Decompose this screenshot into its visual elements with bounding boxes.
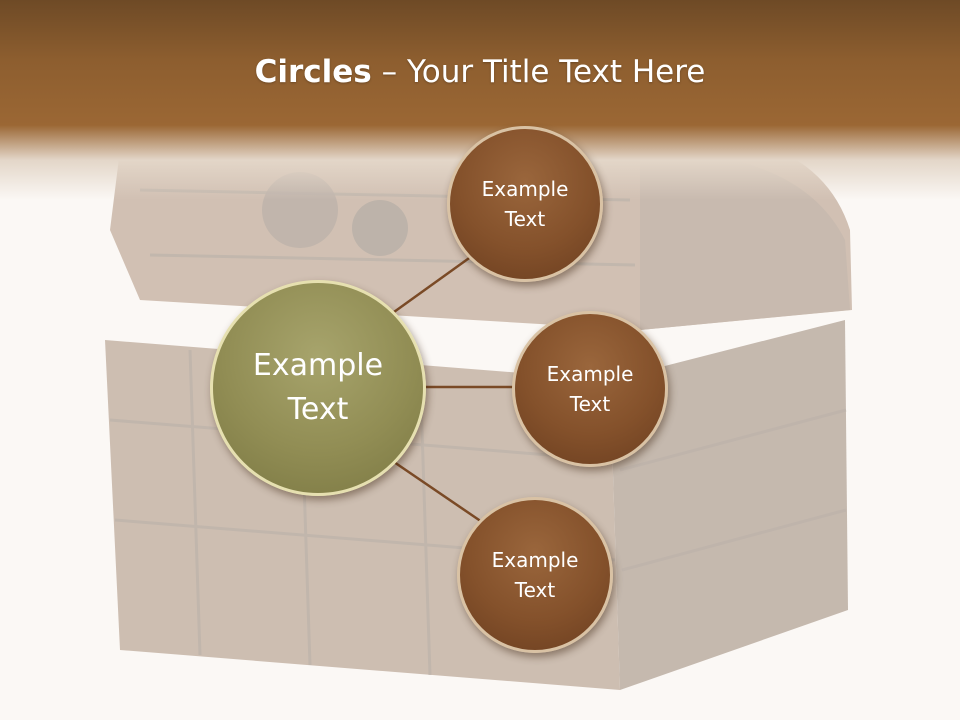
connector-top [393, 254, 473, 314]
satellite-circle-text: Example Text [546, 362, 634, 416]
satellite-circle-text: Example Text [481, 177, 569, 231]
center-circle-text: Example Text [252, 348, 384, 427]
slide-title: Circles – Your Title Text Here [0, 54, 960, 90]
satellite-circle-top[interactable]: Example Text [447, 126, 603, 282]
connector-bottom [393, 460, 483, 524]
satellite-circle-middle[interactable]: Example Text [512, 311, 668, 467]
satellite-circle-bottom[interactable]: Example Text [457, 497, 613, 653]
satellite-circle-text: Example Text [491, 548, 579, 602]
center-circle[interactable]: Example Text [210, 280, 426, 496]
title-bold: Circles [254, 54, 372, 90]
title-rest: – Your Title Text Here [371, 54, 706, 90]
